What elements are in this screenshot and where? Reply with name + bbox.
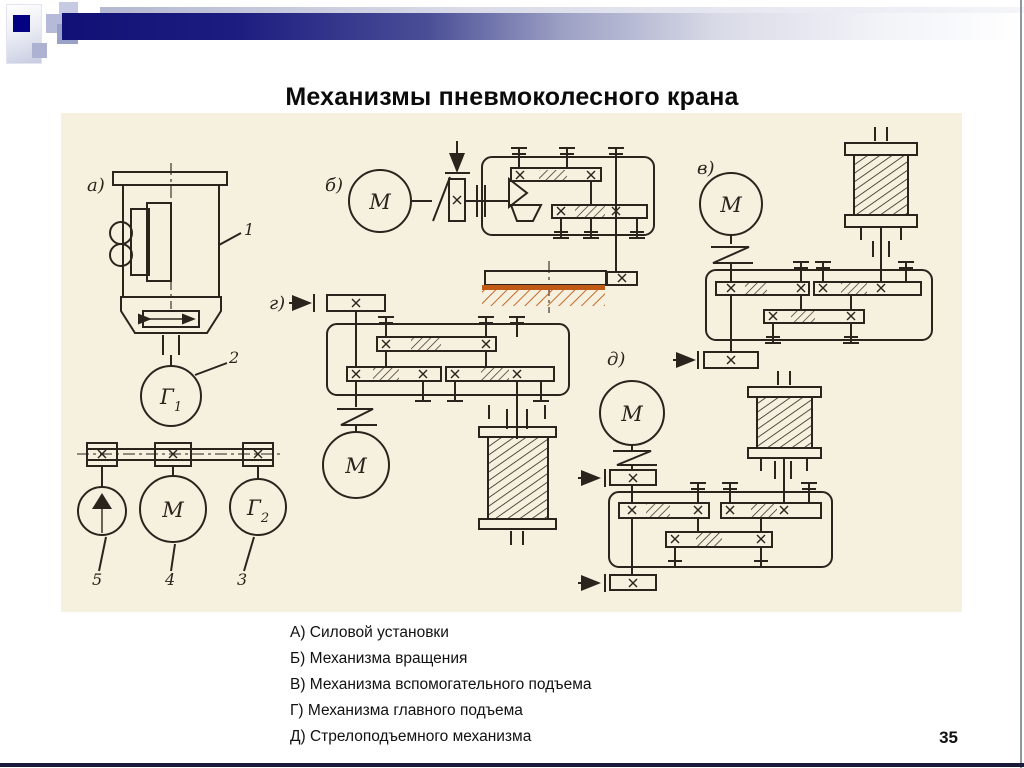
generator-2-label: Г2: [246, 496, 269, 526]
section-label-v: в): [697, 158, 715, 179]
decor-gradient-bar: [62, 13, 1024, 40]
mechanism-b-slewing: б) М: [325, 141, 655, 313]
legend-item-g: Г) Механизма главного подъема: [290, 702, 523, 719]
section-label-g: г): [269, 293, 285, 314]
page-number: 35: [939, 728, 958, 747]
part-number-3: 3: [237, 570, 247, 589]
part-number-2: 2: [228, 348, 239, 367]
motor-a-label: М: [161, 498, 184, 522]
mechanism-d-boom-hoist: д) М: [578, 349, 833, 592]
legend-item-a: А) Силовой установки: [290, 624, 449, 641]
section-label-b: б): [325, 175, 343, 196]
section-label-a: а): [87, 175, 105, 196]
part-number-5: 5: [92, 570, 102, 589]
section-label-d: д): [607, 349, 625, 370]
decor-bottom-line: [0, 763, 1024, 767]
decor-square-lavender-4: [32, 43, 47, 58]
legend-item-v: В) Механизма вспомогательного подъема: [290, 676, 592, 693]
page-title: Механизмы пневмоколесного крана: [285, 83, 739, 111]
decor-square-navy: [13, 15, 30, 32]
generator-1-label: Г1: [159, 385, 182, 415]
slide-right-border: [1020, 0, 1022, 768]
part-number-1: 1: [244, 220, 254, 239]
mechanism-a-power-unit: а) 1 Г1 2 М Г2 5: [77, 163, 287, 589]
legend: А) Силовой установки Б) Механизма вращен…: [290, 620, 750, 750]
legend-item-b: Б) Механизма вращения: [290, 650, 468, 667]
motor-g-label: М: [344, 454, 367, 478]
part-number-4: 4: [164, 570, 175, 589]
crane-mechanisms-figure: а) 1 Г1 2 М Г2 5: [61, 113, 962, 612]
decor-square-background: [6, 4, 42, 64]
motor-v-label: М: [719, 193, 742, 217]
legend-item-d: Д) Стрелоподъемного механизма: [290, 728, 532, 745]
motor-b-label: М: [368, 190, 391, 214]
crane-mechanisms-svg: а) 1 Г1 2 М Г2 5: [77, 127, 933, 592]
mechanism-g-main-hoist: г) М: [269, 293, 570, 545]
motor-d-label: М: [620, 402, 643, 426]
decor-thin-strip: [100, 7, 1024, 13]
mechanism-v-aux-hoist: в) М: [673, 127, 933, 369]
